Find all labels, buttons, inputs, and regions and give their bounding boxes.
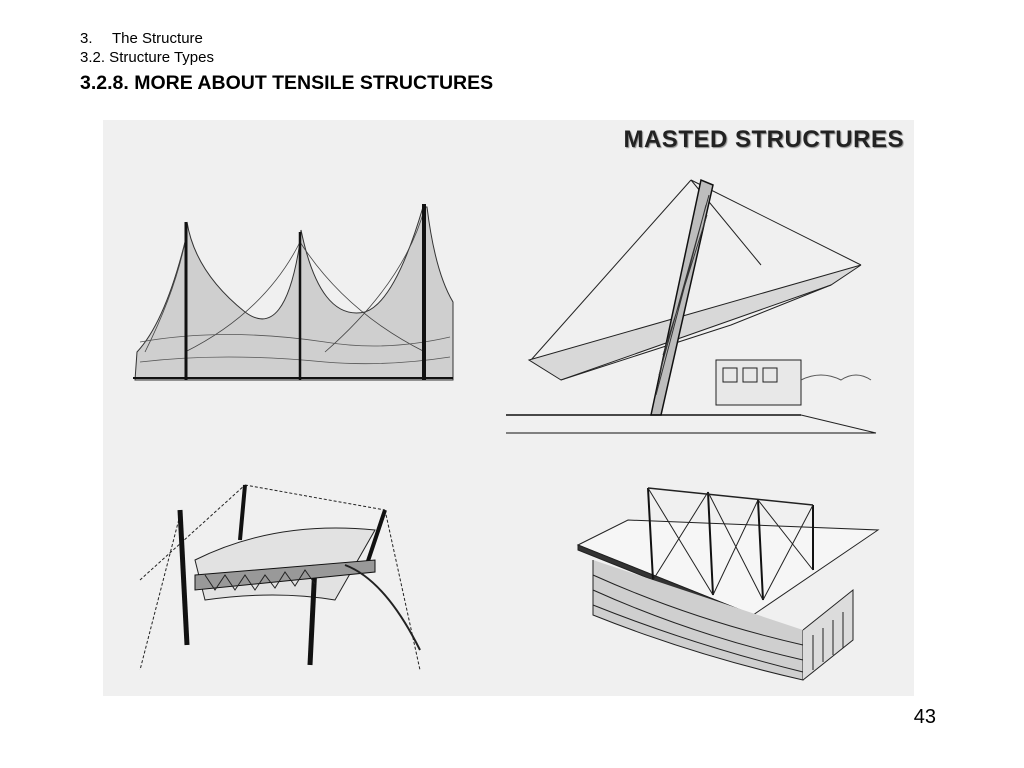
tent-mast-sketch	[133, 204, 454, 381]
chapter-title: The Structure	[112, 30, 203, 47]
chapter-number: 3.	[80, 30, 93, 47]
truss-frame-sketch	[139, 484, 421, 670]
chapter-line: 3. The Structure	[80, 30, 493, 48]
subsection-title: 3.2.8. MORE ABOUT TENSILE STRUCTURES	[80, 72, 494, 94]
panel-title: MASTED STRUCTURES	[623, 126, 904, 153]
page-number: 43	[913, 706, 936, 728]
section-title: 3.2. Structure Types	[80, 49, 214, 66]
slide-heading: 3. The Structure 3.2. Structure Types 3.2…	[80, 30, 493, 96]
cantilever-mast-sketch	[506, 178, 877, 434]
masted-roof-building-sketch	[576, 487, 880, 681]
illustration-panel: MASTED STRUCTURES	[103, 120, 914, 696]
